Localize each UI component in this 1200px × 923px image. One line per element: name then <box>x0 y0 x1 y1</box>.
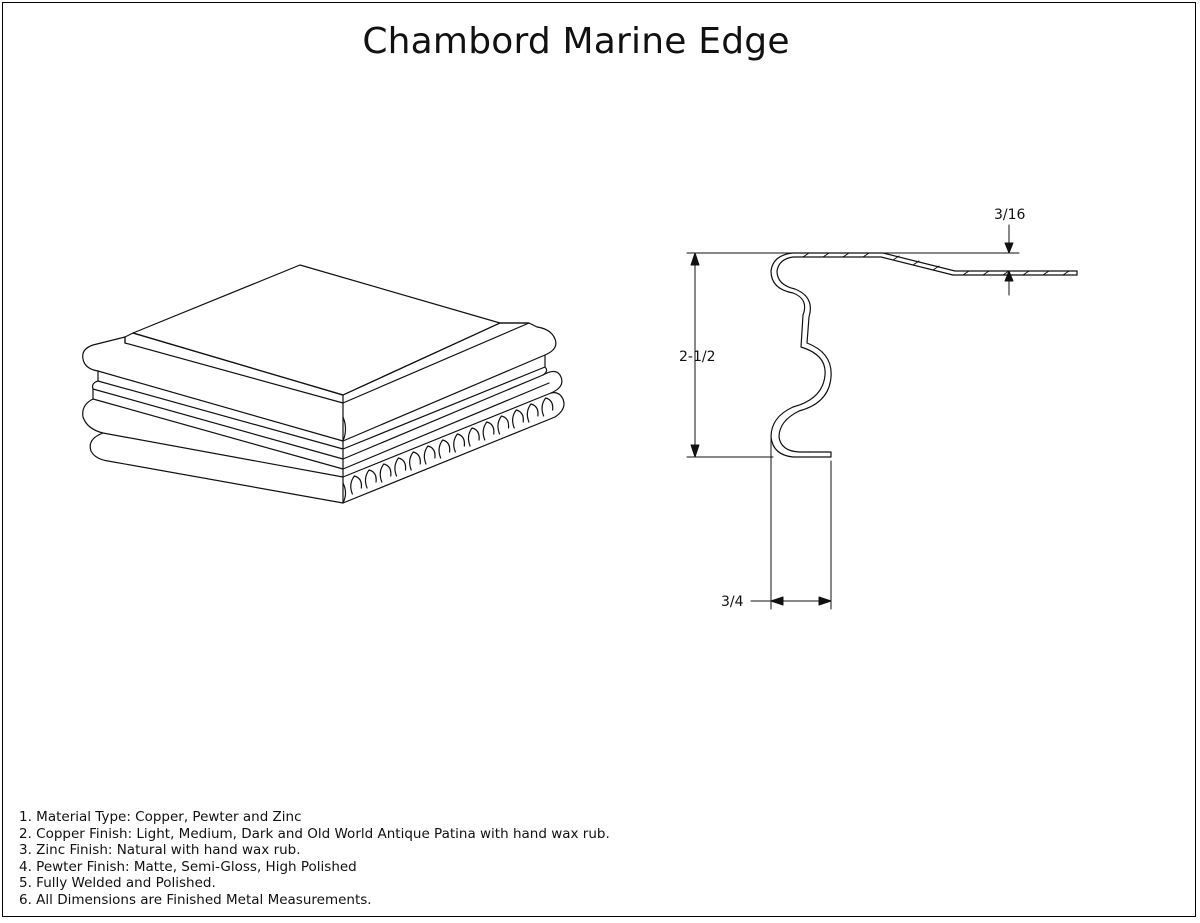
dimension-height-label: 2-1/2 <box>679 349 716 365</box>
cap-bead <box>467 427 480 447</box>
cap-top-panel <box>132 264 501 396</box>
dimension-thickness-label: 3/16 <box>994 207 1026 223</box>
profile-inner-edge <box>776 256 1078 453</box>
note-item: 5. Fully Welded and Polished. <box>19 875 216 892</box>
cap-bead <box>423 445 436 465</box>
note-item: 1. Material Type: Copper, Pewter and Zin… <box>19 809 302 825</box>
cap-bead <box>379 463 392 483</box>
note-item: 6. All Dimensions are Finished Metal Mea… <box>19 891 372 908</box>
cap-lower-roll <box>82 370 563 478</box>
cap-bead <box>364 469 377 489</box>
cap-bead <box>438 439 451 459</box>
profile-section-view: 3/16 2-1/2 3/4 <box>679 207 1078 610</box>
note-item: 3. Zinc Finish: Natural with hand wax ru… <box>19 842 301 859</box>
cap-beads <box>350 397 554 495</box>
note-item: 4. Pewter Finish: Matte, Semi-Gloss, Hig… <box>19 858 357 875</box>
profile-hatching <box>802 252 1070 276</box>
cap-bead <box>409 451 421 471</box>
cap-upper-roll <box>82 322 557 442</box>
cap-bead <box>394 457 407 477</box>
cap-bead <box>350 475 363 495</box>
dimension-width-label: 3/4 <box>721 594 744 610</box>
cap-bead <box>482 421 495 441</box>
cap-bead <box>526 403 539 423</box>
note-item: 2. Copper Finish: Light, Medium, Dark an… <box>19 825 610 842</box>
technical-drawing: 3/16 2-1/2 3/4 <box>82 207 1078 610</box>
cap-bottom-band <box>89 392 565 504</box>
cap-bead <box>453 433 466 453</box>
dimension-width <box>750 438 832 610</box>
isometric-cap-view <box>82 264 565 504</box>
notes-list: 1. Material Type: Copper, Pewter and Zin… <box>19 809 610 909</box>
profile-outer-edge <box>770 252 1078 458</box>
cap-bead <box>512 409 524 429</box>
cap-bead-ridge <box>342 482 347 504</box>
dimension-thickness <box>882 224 1020 296</box>
page-title: Chambord Marine Edge <box>362 21 790 62</box>
cap-bead <box>497 415 510 435</box>
dimension-height <box>686 252 792 458</box>
cap-top-frame <box>124 322 530 404</box>
cap-bead <box>541 397 554 417</box>
